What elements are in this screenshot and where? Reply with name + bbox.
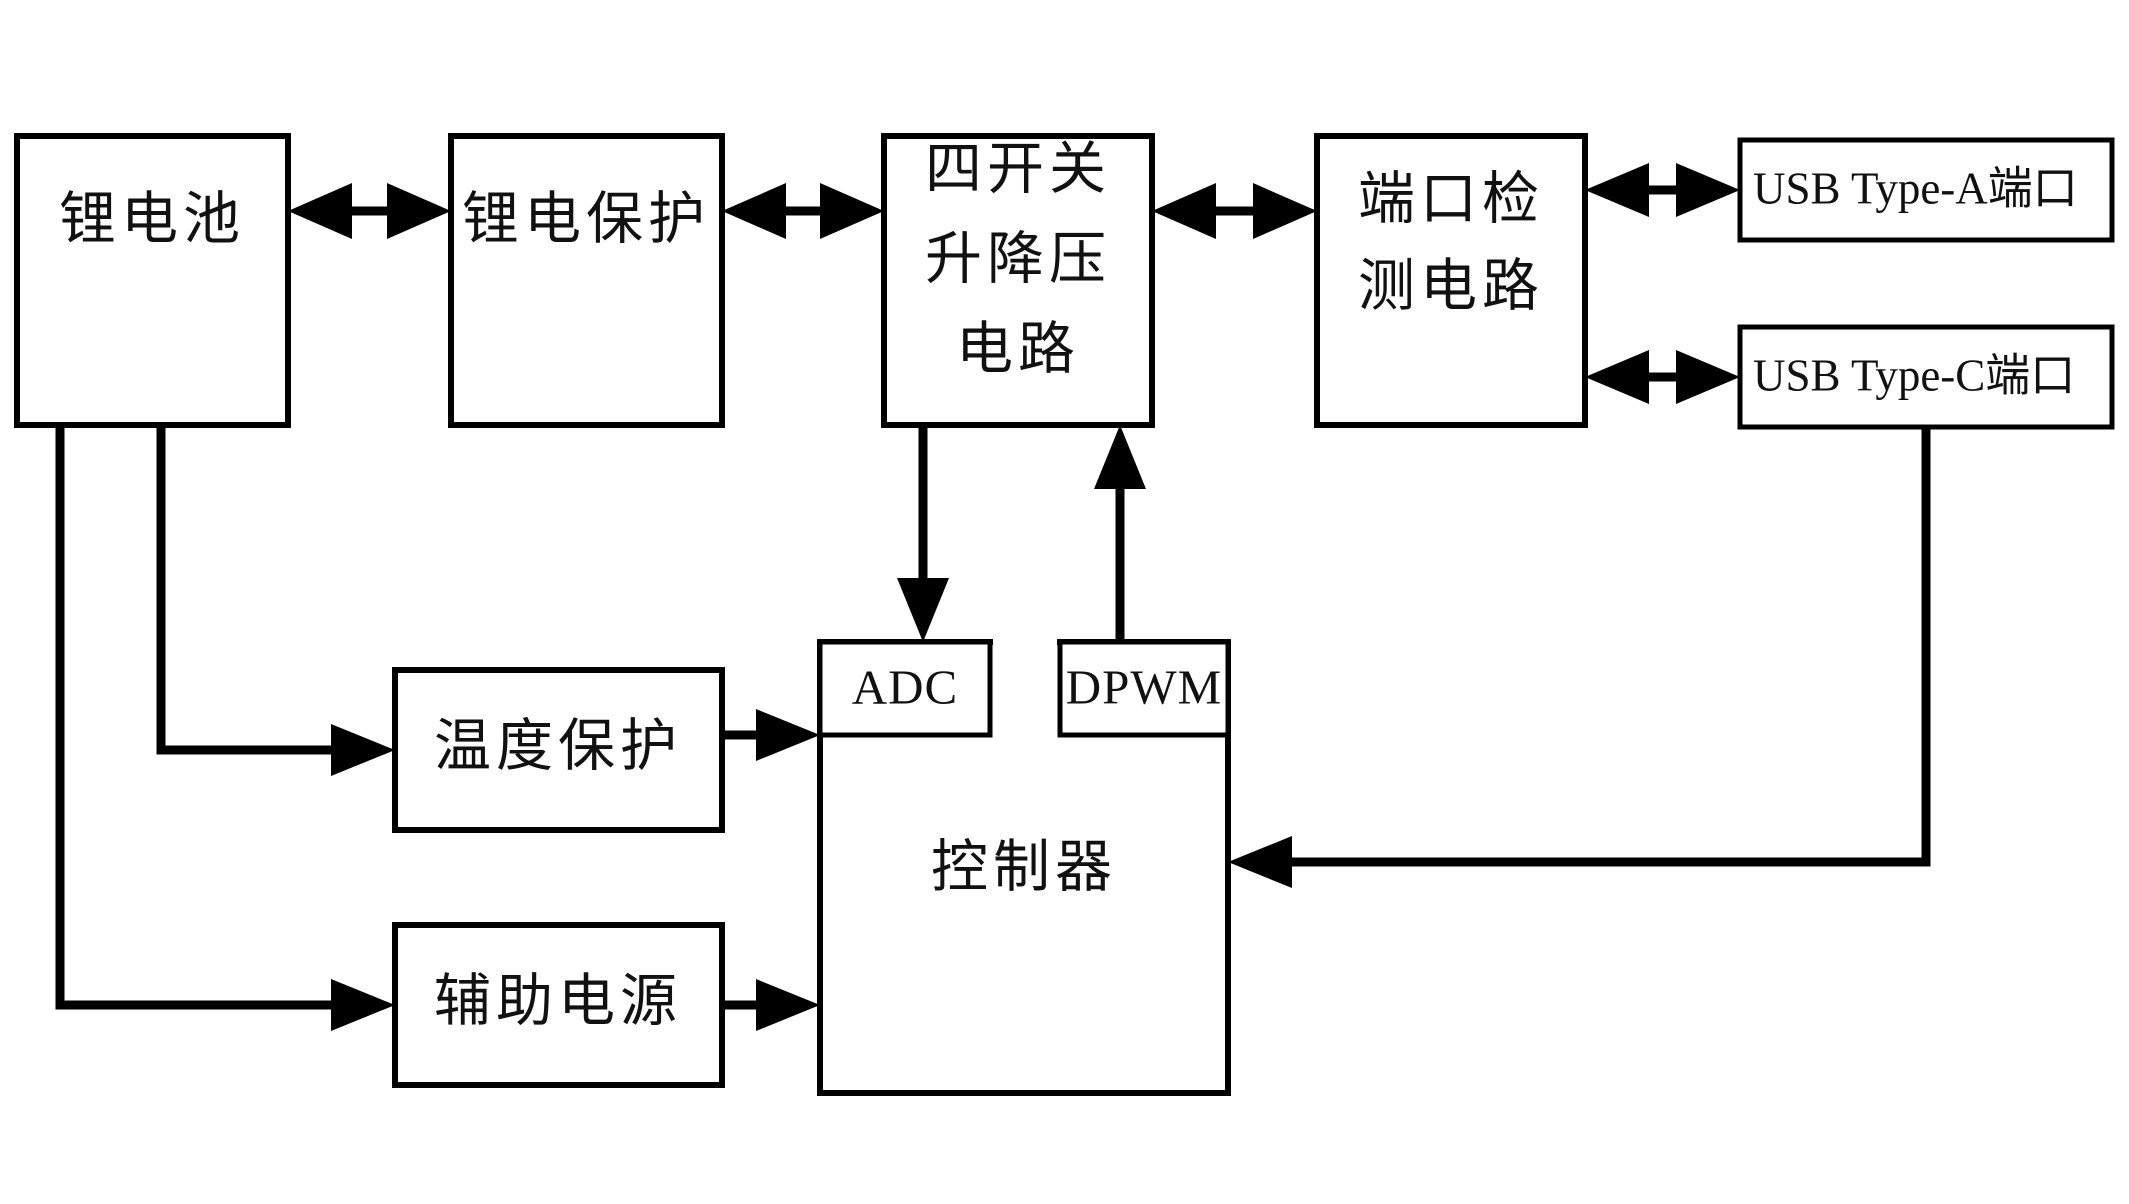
connector-dpwm-to-buck-boost [1094,425,1146,642]
connector-battery-to-aux-power [55,425,395,1031]
block-battery-label: 锂电池 [59,188,245,251]
block-port-detect[interactable] [1314,133,1588,428]
connector-port-detect-to-usb-c [1585,350,1740,404]
block-temp-protect-label: 温度保护 [434,715,682,778]
connector-battery-to-li-protect [288,183,451,239]
controller-top-gap [993,639,1057,648]
block-controller-label: 控制器 [931,836,1117,899]
block-li-protect-label: 锂电保护 [462,188,710,251]
block-usb-type-c[interactable] [1737,324,2115,430]
connector-buck-boost-to-port-detect [1152,183,1317,239]
connector-port-detect-to-usb-a [1585,163,1740,217]
block-adc[interactable] [817,639,993,738]
block-temp-protect[interactable] [392,667,725,833]
block-usb-type-c-label: USB Type-C端口 [1753,350,2075,400]
block-buck-boost-label-line1: 四开关 [925,138,1111,201]
block-li-protect[interactable] [448,133,725,428]
block-buck-boost[interactable] [881,133,1155,428]
connector-li-protect-to-buck-boost [722,183,884,239]
block-buck-boost-label-line2: 升降压 [925,228,1111,291]
block-usb-type-a-label: USB Type-A端口 [1753,163,2078,213]
block-buck-boost-label-line3: 电路 [956,318,1080,381]
block-adc-label: ADC [852,659,958,714]
connector-aux-power-to-controller [722,979,820,1031]
block-usb-type-a[interactable] [1737,137,2115,243]
block-dpwm[interactable] [1057,639,1231,738]
block-aux-power-label: 辅助电源 [434,970,682,1033]
block-port-detect-label-line1: 端口检 [1358,168,1544,231]
connector-temp-protect-to-adc [722,709,820,761]
connector-usb-c-to-controller [1228,427,1931,888]
block-dpwm-label: DPWM [1066,659,1222,714]
block-battery[interactable] [14,133,291,428]
block-port-detect-label-line2: 测电路 [1358,255,1544,318]
connector-buck-boost-to-adc [897,425,949,642]
connector-battery-to-temp-protect [156,425,395,776]
